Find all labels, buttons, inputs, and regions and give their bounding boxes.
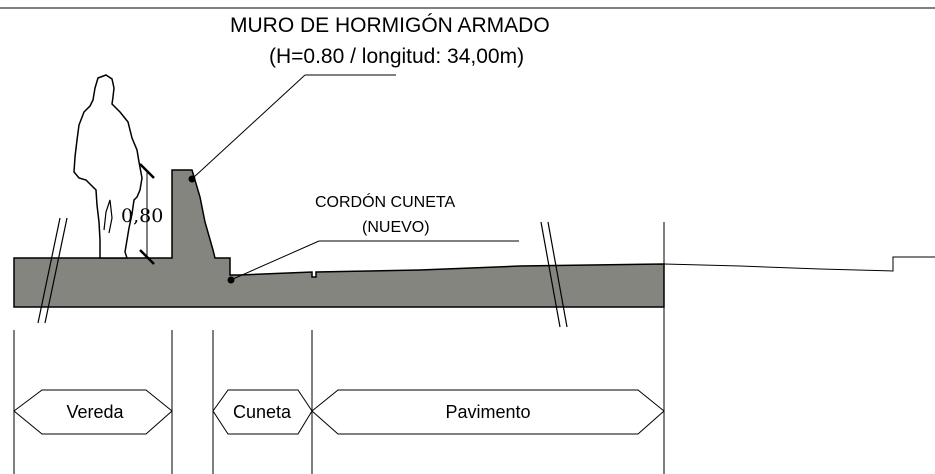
zone-dividers	[13, 222, 665, 474]
zone-vereda-label: Vereda	[66, 402, 124, 422]
concrete-section	[13, 169, 665, 308]
wall-subtitle-label: (H=0.80 / longitud: 34,00m)	[269, 45, 524, 68]
curb-title-label: CORDÓN CUNETA	[315, 192, 455, 211]
zone-vereda-arrow	[13, 389, 173, 435]
height-dim-label: 0,80	[121, 205, 163, 227]
zone-pavimento-arrow	[311, 389, 665, 435]
terrain-line-right	[663, 256, 935, 272]
wall-title-label: MURO DE HORMIGÓN ARMADO	[230, 14, 550, 37]
height-dimension	[139, 163, 155, 265]
curb-subtitle-label: (NUEVO)	[362, 219, 430, 236]
zone-pavimento-label: Pavimento	[445, 402, 530, 422]
wall-leader-dot	[188, 175, 196, 183]
curb-leader-line	[232, 240, 320, 280]
break-lines-right	[540, 221, 568, 328]
break-lines-left	[37, 217, 68, 324]
wall-leader-line	[192, 74, 306, 179]
zone-cuneta-label: Cuneta	[233, 402, 292, 422]
person-arm-detail	[103, 199, 113, 234]
curb-leader-dot	[227, 276, 235, 284]
person-silhouette-icon	[73, 74, 143, 259]
